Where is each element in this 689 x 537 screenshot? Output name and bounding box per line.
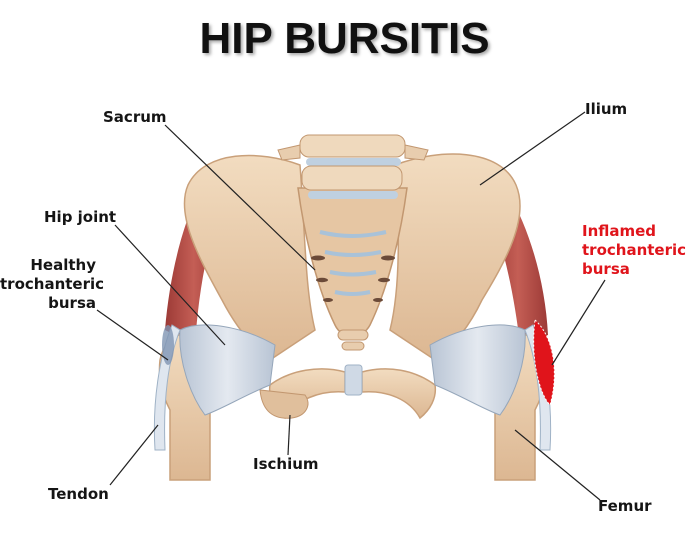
leader-lines [96, 111, 606, 501]
sacral-foramina [311, 255, 395, 302]
label-inflamed-line-1: Inflamed [582, 222, 657, 240]
label-inflamed-line-2: trochanteric [582, 241, 687, 259]
label-hip-joint: Hip joint [44, 208, 117, 226]
label-femur: Femur [598, 497, 652, 515]
ischium-bone [259, 389, 309, 419]
label-healthy-line-2: trochanteric [0, 275, 105, 293]
healthy-bursa [162, 325, 174, 365]
lumbar-vertebrae [277, 134, 429, 199]
sacrum-bone [297, 187, 408, 337]
sacral-segments [319, 230, 387, 296]
label-healthy-line-3: bursa [48, 294, 96, 312]
label-inflamed-bursa: Inflamed trochanteric bursa [582, 222, 686, 279]
label-healthy-bursa: Healthy trochanteric bursa [0, 256, 105, 313]
left-hip-ligament [179, 324, 276, 416]
label-ilium: Ilium [585, 100, 628, 118]
right-ilium-bone [389, 153, 521, 361]
right-hip-ligament [429, 324, 526, 416]
inflamed-bursa [533, 318, 555, 406]
label-sacrum: Sacrum [103, 108, 167, 126]
label-ischium: Ischium [253, 455, 319, 473]
pubic-symphysis [344, 364, 363, 396]
coccyx [337, 329, 369, 351]
label-inflamed-line-3: bursa [582, 260, 630, 278]
diagram-title: HIP BURSITIS [199, 14, 490, 63]
label-healthy-line-1: Healthy [30, 256, 96, 274]
label-tendon: Tendon [48, 485, 109, 503]
left-ilium-bone [183, 154, 316, 361]
